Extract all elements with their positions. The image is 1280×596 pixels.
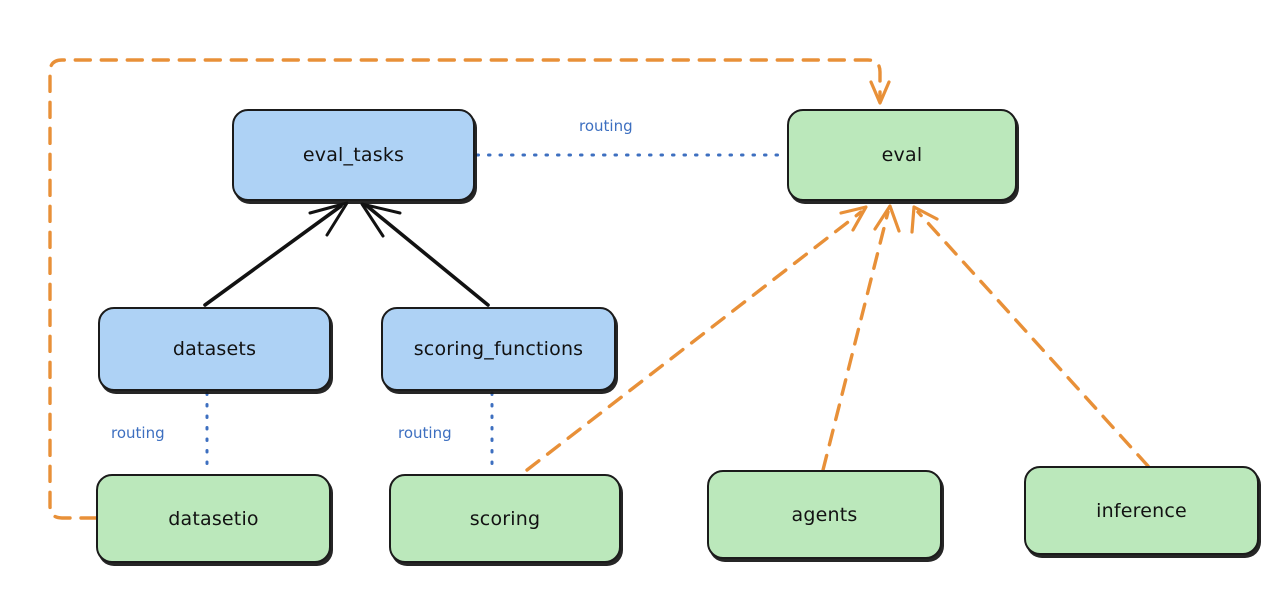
edge-scoring_functions-to-eval_tasks [360, 202, 490, 307]
node-label-inference: inference [1096, 499, 1187, 522]
node-label-agents: agents [791, 503, 858, 526]
node-agents[interactable]: agents [707, 470, 942, 559]
edge-label-routing-scoring-functions-scoring: routing [398, 424, 452, 442]
node-inference[interactable]: inference [1024, 466, 1259, 555]
edge-label-routing-datasets-datasetio: routing [111, 424, 165, 442]
node-scoring-functions[interactable]: scoring_functions [381, 307, 616, 391]
node-scoring[interactable]: scoring [389, 474, 621, 563]
edge-agents-to-eval [821, 204, 901, 472]
node-label-scoring: scoring [469, 507, 541, 530]
edge-datasetio-to-eval [48, 58, 891, 520]
node-label-scoring-functions: scoring_functions [413, 338, 584, 360]
node-datasets[interactable]: datasets [98, 307, 331, 391]
edge-inference-to-eval [910, 205, 1150, 468]
edge-scoring-to-eval [525, 205, 868, 472]
node-eval-tasks[interactable]: eval_tasks [232, 109, 475, 201]
node-eval[interactable]: eval [787, 109, 1017, 201]
node-label-datasets: datasets [172, 338, 257, 360]
node-label-eval-tasks: eval_tasks [302, 144, 405, 166]
edge-datasets-to-eval_tasks [203, 201, 349, 307]
node-datasetio[interactable]: datasetio [96, 474, 331, 563]
node-label-datasetio: datasetio [168, 507, 259, 530]
edge-label-routing-eval-tasks-eval: routing [579, 117, 633, 135]
node-label-eval: eval [881, 144, 923, 166]
